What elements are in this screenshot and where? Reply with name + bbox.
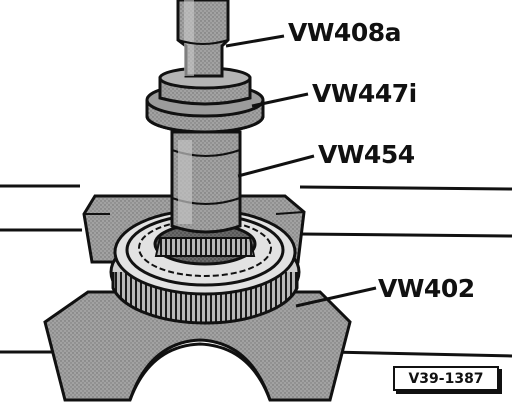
workbench-lines [0,184,512,358]
callout-vw408a: VW408a [288,18,401,47]
leader-lines [225,34,377,308]
callout-vw454: VW454 [318,140,415,169]
vw447i-collar [145,66,265,134]
vw402-support-plate [43,290,352,402]
gear-wheel [109,208,301,325]
vw454-sleeve [170,130,242,234]
callout-vw402: VW402 [378,274,475,303]
figure-reference-label: V39-1387 [408,370,484,387]
vw408a-press-shaft [176,0,230,78]
figure-reference-box: V39-1387 [393,366,499,391]
callout-vw447i: VW447i [312,79,417,108]
